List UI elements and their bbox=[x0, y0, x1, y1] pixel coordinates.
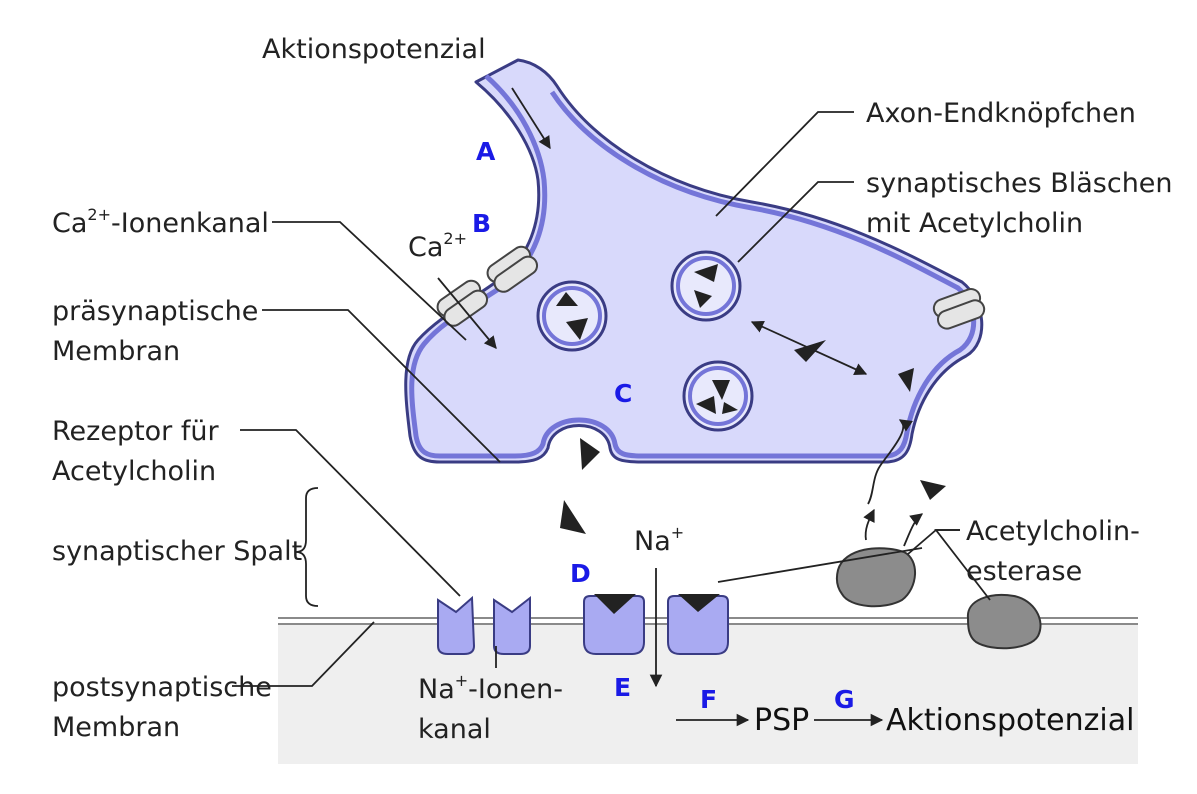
labels: Aktionspotenzial Axon-Endknöpfchen synap… bbox=[52, 34, 1173, 745]
receptor bbox=[437, 595, 531, 655]
step-e: E bbox=[614, 673, 631, 702]
ca-channel-label: Ca2+-Ionenkanal bbox=[52, 205, 269, 239]
rezeptor-label-line2: Acetylcholin bbox=[52, 456, 216, 487]
step-a: A bbox=[476, 137, 496, 166]
synaptischer-spalt-label: synaptischer Spalt bbox=[52, 536, 302, 567]
na-ion-label: Na+ bbox=[634, 523, 684, 557]
step-d: D bbox=[570, 559, 591, 588]
na-channel-label-line2: kanal bbox=[418, 714, 491, 745]
ca-ion-label: Ca2+ bbox=[408, 229, 467, 263]
na-channel-label-line1: Na+-Ionen- bbox=[418, 671, 563, 705]
aktionspotenzial-label: Aktionspotenzial bbox=[262, 34, 486, 65]
ca-channel bbox=[436, 245, 986, 330]
esterase-enzyme bbox=[835, 547, 1042, 650]
postsynaptische-membran-label-line2: Membran bbox=[52, 712, 180, 743]
leader-lines bbox=[232, 111, 991, 687]
vesicle bbox=[670, 250, 742, 322]
praesynaptische-membran-label-line2: Membran bbox=[52, 336, 180, 367]
step-c: C bbox=[614, 379, 632, 408]
postsynaptische-membran-label-line1: postsynaptische bbox=[52, 672, 272, 703]
step-letters: A B C D E F G bbox=[472, 137, 855, 714]
axon-endknoepfchen-label: Axon-Endknöpfchen bbox=[866, 98, 1136, 129]
vesicle bbox=[536, 280, 608, 352]
process-arrows bbox=[437, 87, 924, 727]
psp-label: PSP bbox=[754, 703, 809, 738]
step-g: G bbox=[834, 685, 855, 714]
rezeptor-label-line1: Rezeptor für bbox=[52, 416, 219, 447]
receptor bbox=[667, 594, 729, 655]
step-f: F bbox=[700, 685, 717, 714]
blaeschen-label-line1: synaptisches Bläschen bbox=[866, 168, 1173, 199]
step-b: B bbox=[472, 209, 491, 238]
esterase-label-line2: esterase bbox=[966, 556, 1082, 587]
vesicle bbox=[682, 360, 754, 432]
aktionspotenzial-result-label: Aktionspotenzial bbox=[886, 703, 1134, 738]
receptor bbox=[583, 594, 645, 655]
blaeschen-label-line2: mit Acetylcholin bbox=[866, 208, 1083, 239]
esterase-label-line1: Acetylcholin- bbox=[966, 516, 1140, 547]
praesynaptische-membran-label-line1: präsynaptische bbox=[52, 296, 258, 327]
